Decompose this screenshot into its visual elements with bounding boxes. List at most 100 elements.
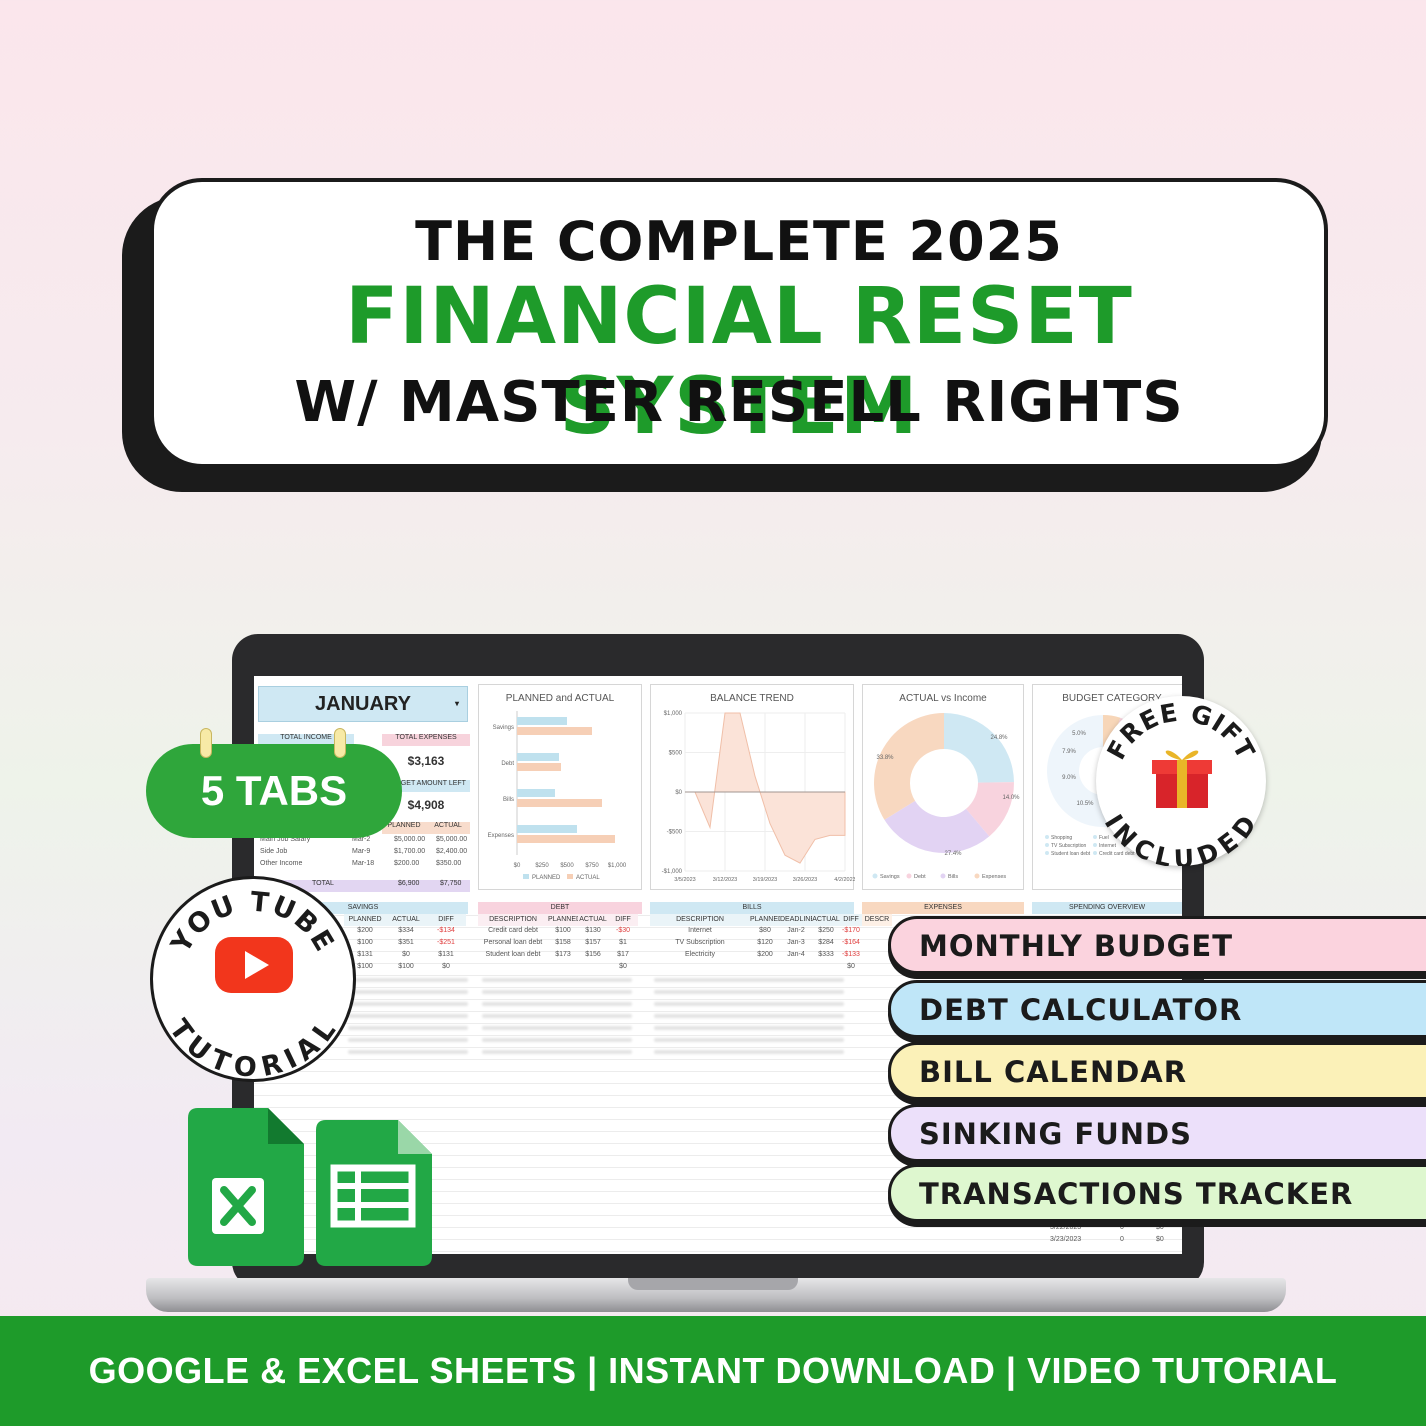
table-cell: -$170 <box>842 927 860 934</box>
table-column-header: DESCRIPTION <box>650 914 750 926</box>
blurred-row <box>482 1002 632 1006</box>
chart4-legend-label: Internet <box>1099 843 1117 849</box>
chart2-x-tick: 3/26/2023 <box>793 877 817 883</box>
tabs-count-badge: 5 TABS <box>146 744 402 838</box>
table-cell: Internet <box>688 927 712 934</box>
chart1-legend-swatch <box>523 874 529 879</box>
month-selector[interactable]: JANUARY ▾ <box>258 686 468 722</box>
chart3-legend-label: Savings <box>880 874 900 880</box>
tracker-cell: $0 <box>1156 1224 1164 1231</box>
table-cell: $17 <box>617 951 629 958</box>
chart3-legend-swatch <box>906 873 912 879</box>
income-cell: $200.00 <box>394 860 420 867</box>
table-cell: Student loan debt <box>485 951 541 958</box>
income-cell: $350.00 <box>436 860 462 867</box>
table-cell: $100 <box>398 963 414 970</box>
chart4-slice-label: 10.5% <box>1076 801 1094 807</box>
table-cell: -$164 <box>842 939 860 946</box>
blurred-row <box>654 978 844 982</box>
table-cell: $0 <box>619 963 627 970</box>
chart4-legend-swatch <box>1045 835 1049 839</box>
chart2-x-tick: 3/5/2023 <box>674 877 695 883</box>
feature-tab-label: TRANSACTIONS TRACKER <box>919 1177 1354 1211</box>
chart3-legend-swatch <box>940 873 946 879</box>
income-total-planned: $6,900 <box>398 880 420 887</box>
chart4-legend-label: TV Subscription <box>1051 843 1087 849</box>
chart-budget-category-title: BUDGET CATEGORY <box>1062 693 1162 704</box>
chart-actual-vs-income: ACTUAL vs Income 24.8%14.0%27.4%33.8%Sav… <box>862 684 1024 890</box>
chart3-slice <box>965 782 1014 837</box>
budget-left-label: BUDGET AMOUNT LEFT <box>382 780 470 792</box>
chart1-bar-planned <box>517 717 567 725</box>
blurred-row <box>348 1002 468 1006</box>
table-cell: $80 <box>759 927 771 934</box>
svg-text:TUTORIAL: TUTORIAL <box>163 1014 343 1079</box>
table-cell: -$251 <box>437 939 455 946</box>
table-cell: $120 <box>757 939 773 946</box>
blurred-row <box>654 1050 844 1054</box>
table-cell: $100 <box>357 963 373 970</box>
chart1-tick-label: $750 <box>585 863 599 869</box>
table-cell: Credit card debt <box>488 927 538 934</box>
table-column-header: ACTUAL <box>386 914 426 926</box>
chart2-y-tick: $1,000 <box>664 711 683 717</box>
chart1-category-label: Expenses <box>488 833 514 839</box>
svg-text:FREE GIFT: FREE GIFT <box>1101 698 1260 765</box>
chart4-slice-label: 9.0% <box>1062 775 1076 781</box>
table-cell: $156 <box>585 951 601 958</box>
laptop-notch <box>628 1278 798 1290</box>
income-cell: Side Job <box>260 848 288 855</box>
table-cell: $351 <box>398 939 414 946</box>
chart-balance-trend-title: BALANCE TREND <box>710 693 794 704</box>
chart4-legend-label: Fuel <box>1099 835 1109 841</box>
table-cell: Jan-4 <box>787 951 805 958</box>
table-column-header: DESCRIPTION <box>478 914 548 926</box>
chart3-legend-label: Debt <box>914 874 926 880</box>
blurred-row <box>482 1014 632 1018</box>
google-sheets-icon <box>316 1120 432 1266</box>
income-total-actual: $7,750 <box>440 880 462 887</box>
chart4-slice-label: 5.0% <box>1072 731 1086 737</box>
chart4-legend-label: Credit card debt <box>1099 851 1135 857</box>
table-cell: -$134 <box>437 927 455 934</box>
income-cell: $5,000.00 <box>394 836 426 843</box>
section-header: EXPENSES <box>862 902 1024 914</box>
table-cell: $130 <box>585 927 601 934</box>
table-cell: -$133 <box>842 951 860 958</box>
table-column-header: ACTUAL <box>578 914 608 926</box>
blurred-row <box>654 990 844 994</box>
chart3-slice-label: 24.8% <box>990 735 1008 741</box>
feature-tab-label: SINKING FUNDS <box>919 1117 1192 1151</box>
youtube-play-icon <box>215 937 293 993</box>
feature-tab-label: DEBT CALCULATOR <box>919 993 1243 1027</box>
excel-icon <box>188 1108 304 1266</box>
chart1-legend-swatch <box>567 874 573 879</box>
chart1-category-label: Bills <box>503 797 514 803</box>
chart2-y-tick: $0 <box>675 790 682 796</box>
blurred-row <box>348 1026 468 1030</box>
table-cell: $0 <box>402 951 410 958</box>
chart1-legend-actual: ACTUAL <box>576 875 600 881</box>
total-expenses-label: TOTAL EXPENSES <box>382 734 470 746</box>
chart2-area <box>685 712 846 864</box>
table-cell: Jan-2 <box>787 927 805 934</box>
title-banner: THE COMPLETE 2025 FINANCIAL RESET SYSTEM… <box>150 178 1328 468</box>
chart1-bar-actual <box>517 799 602 807</box>
table-cell: $100 <box>357 939 373 946</box>
footer-bar: GOOGLE & EXCEL SHEETS | INSTANT DOWNLOAD… <box>0 1316 1426 1426</box>
section-header: DEBT <box>478 902 642 914</box>
tracker-cell: 3/23/2023 <box>1050 1236 1082 1243</box>
table-cell: $200 <box>757 951 773 958</box>
table-cell: $284 <box>818 939 834 946</box>
calendar-ring-right <box>334 728 346 758</box>
income-cell: Main Job Salary <box>260 836 311 843</box>
chart3-legend-label: Expenses <box>982 874 1006 880</box>
table-column-header: DIFF <box>426 914 466 926</box>
chart4-legend-swatch <box>1093 843 1097 847</box>
income-total-row: TOTAL $6,900 $7,750 <box>258 880 470 892</box>
chart4-legend-swatch <box>1045 851 1049 855</box>
chart1-bar-actual <box>517 835 615 843</box>
table-cell: $0 <box>847 963 855 970</box>
chart3-slice <box>944 713 1014 783</box>
